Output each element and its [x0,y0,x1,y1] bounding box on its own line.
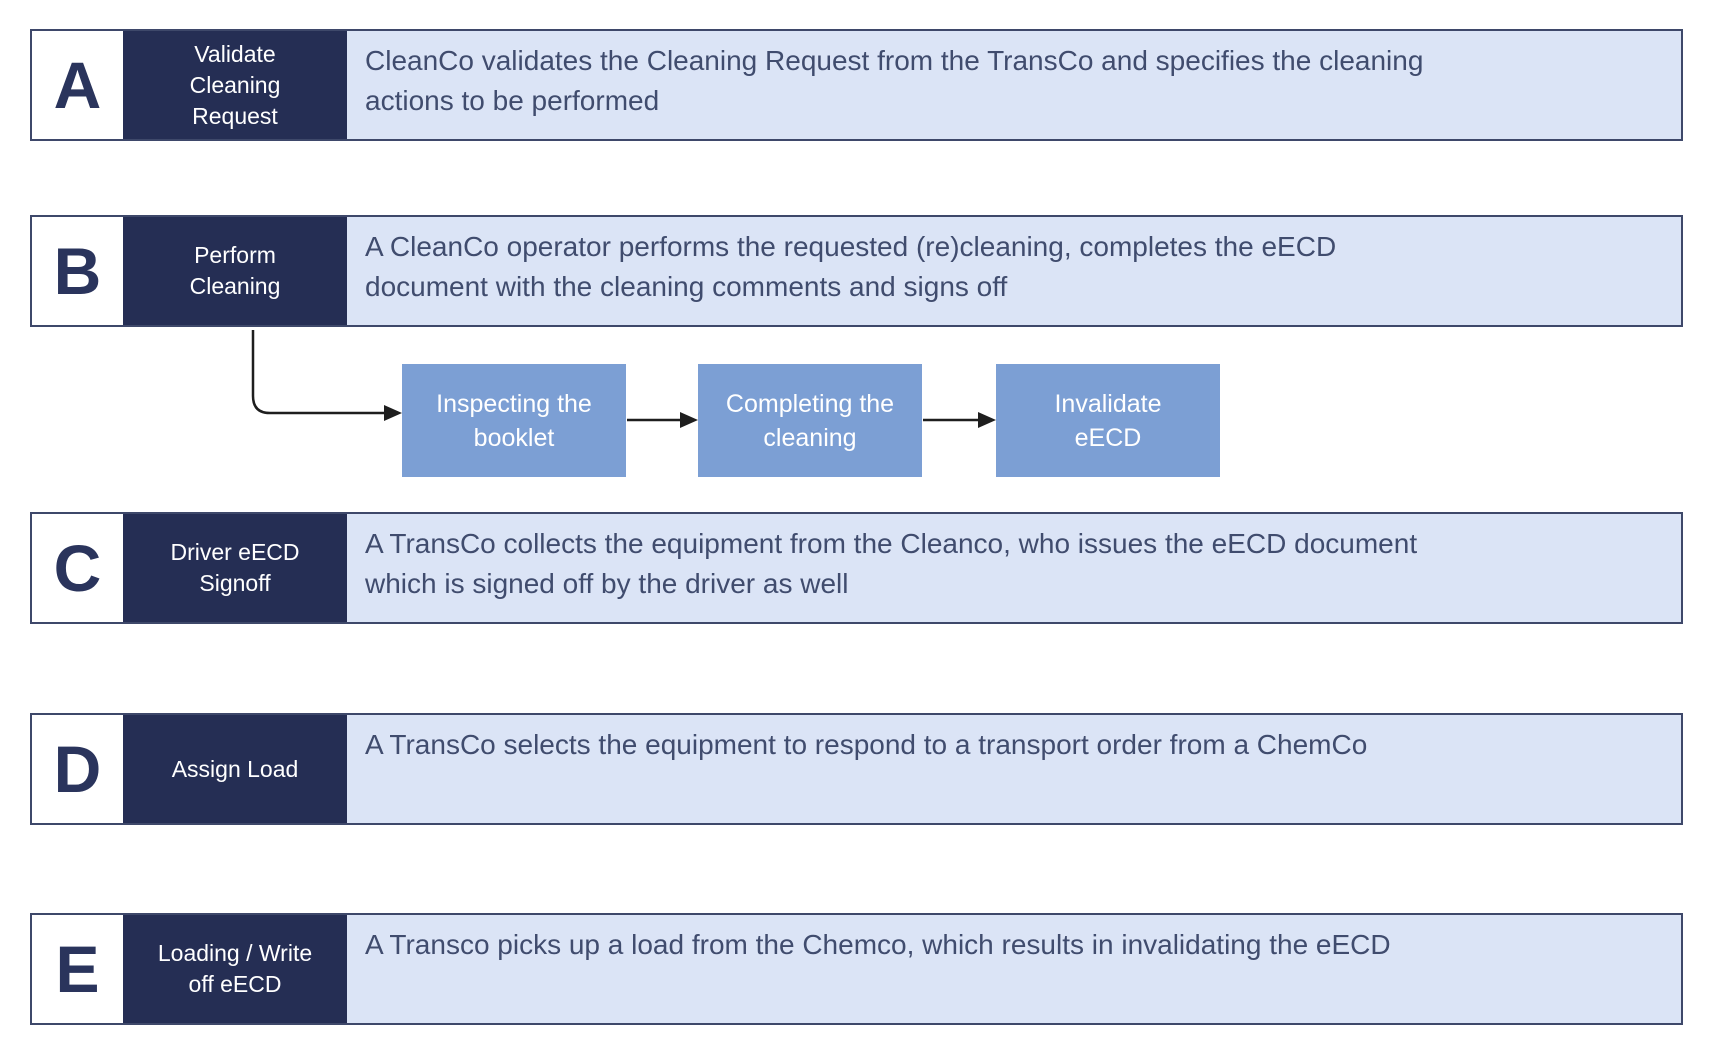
step-row-d: D Assign Load A TransCo selects the equi… [30,713,1683,825]
elbow-arrow-icon [251,330,402,421]
flow-arrow-icon [627,412,698,428]
subflow-node-inspecting-booklet: Inspecting the booklet [402,364,626,477]
step-letter-d: D [32,715,123,823]
step-description-c: A TransCo collects the equipment from th… [347,514,1681,622]
step-letter-c: C [32,514,123,622]
step-description-b: A CleanCo operator performs the requeste… [347,217,1681,325]
step-description-d: A TransCo selects the equipment to respo… [347,715,1681,823]
flow-arrow-icon [923,412,996,428]
step-title-d: Assign Load [123,715,347,823]
step-row-b: B Perform Cleaning A CleanCo operator pe… [30,215,1683,327]
step-description-a: CleanCo validates the Cleaning Request f… [347,31,1681,139]
step-title-c: Driver eECD Signoff [123,514,347,622]
step-title-b: Perform Cleaning [123,217,347,325]
step-description-e: A Transco picks up a load from the Chemc… [347,915,1681,1023]
step-row-e: E Loading / Write off eECD A Transco pic… [30,913,1683,1025]
step-letter-e: E [32,915,123,1023]
step-letter-a: A [32,31,123,139]
step-title-a: Validate Cleaning Request [123,31,347,139]
step-title-e: Loading / Write off eECD [123,915,347,1023]
step-row-c: C Driver eECD Signoff A TransCo collects… [30,512,1683,624]
step-row-a: A Validate Cleaning Request CleanCo vali… [30,29,1683,141]
subflow-node-invalidate-eecd: Invalidate eECD [996,364,1220,477]
subflow-node-completing-cleaning: Completing the cleaning [698,364,922,477]
step-letter-b: B [32,217,123,325]
